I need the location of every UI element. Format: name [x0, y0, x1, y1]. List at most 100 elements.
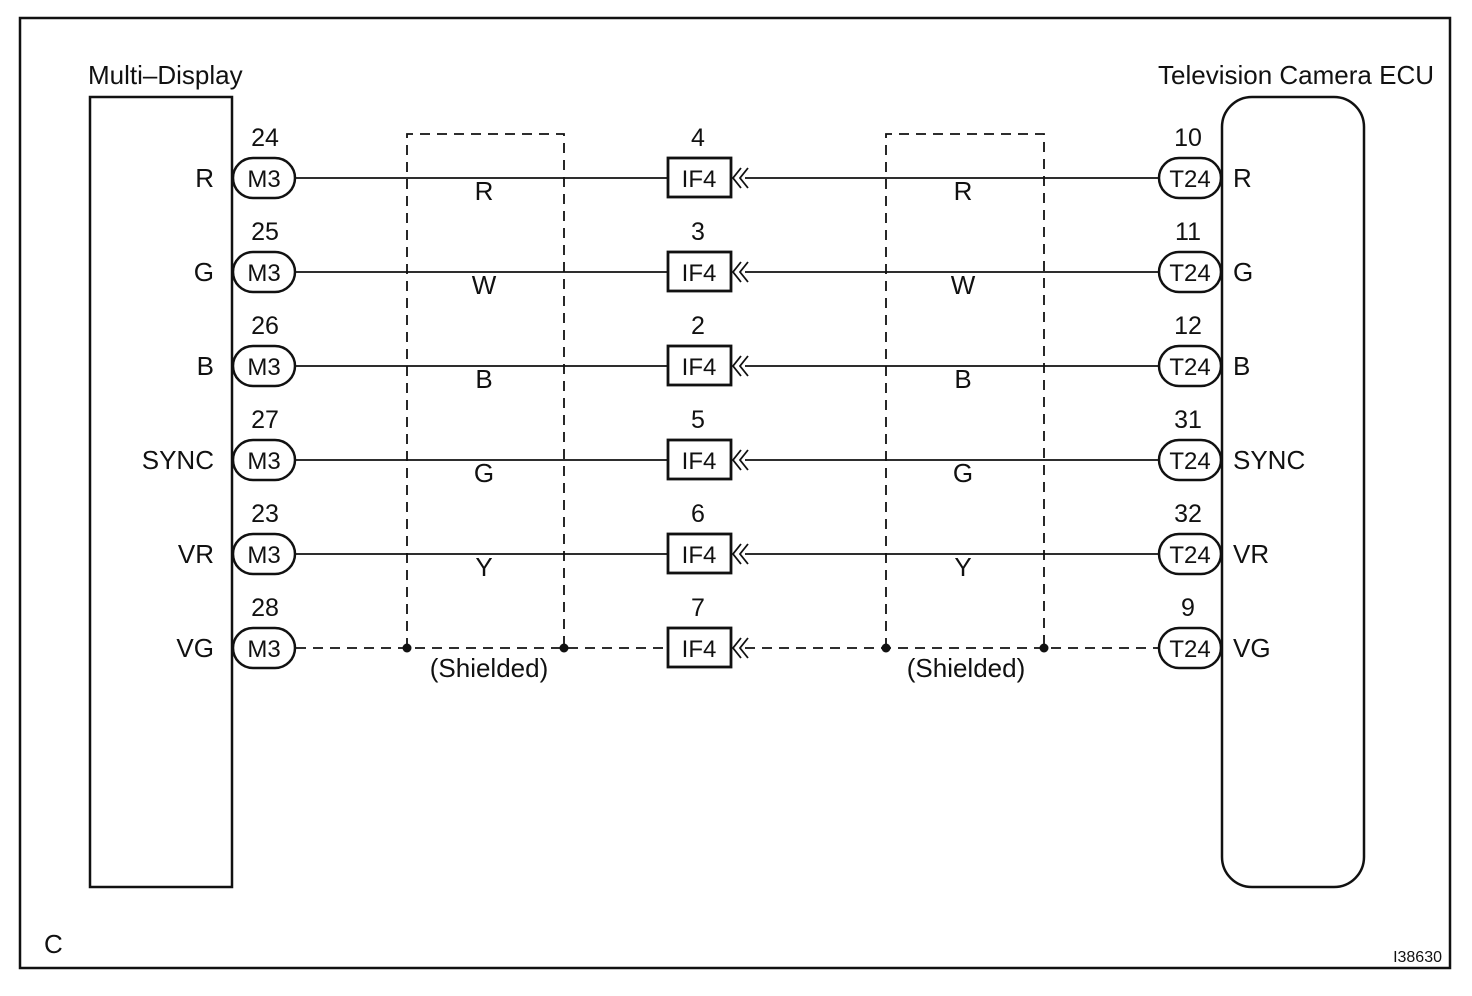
left-signal-label: G	[194, 257, 214, 287]
diagram-frame	[18, 16, 1452, 970]
right-connector-pill	[1157, 344, 1223, 388]
junction-connector-box	[666, 438, 733, 481]
right-connector-label: T24	[1169, 636, 1210, 663]
left-connector-label: M3	[247, 260, 280, 287]
tv-camera-ecu-box	[1220, 95, 1366, 889]
junction-pin-number: 4	[691, 124, 705, 152]
shield-ground-dot	[402, 643, 412, 653]
right-component-title: Television Camera ECU	[1158, 60, 1434, 90]
left-connector-label: M3	[247, 354, 280, 381]
junction-connector-box	[666, 156, 733, 199]
junction-connector-label: IF4	[682, 542, 717, 569]
left-connector-label: M3	[247, 166, 280, 193]
left-pin-number: 24	[251, 124, 279, 152]
left-connector-pill	[231, 626, 297, 670]
wire-color-left: G	[474, 458, 494, 488]
shield-right	[885, 133, 1045, 648]
junction-connector-box	[666, 344, 733, 387]
left-connector-pill	[231, 438, 297, 482]
shield-label-left: (Shielded)	[430, 653, 549, 683]
left-connector-label: M3	[247, 636, 280, 663]
shield-left	[406, 133, 565, 648]
left-component-title: Multi–Display	[88, 60, 243, 90]
junction-chevron-icon	[731, 167, 749, 189]
left-connector-pill	[231, 156, 297, 200]
junction-connector-box	[666, 532, 733, 575]
junction-connector-box	[666, 626, 733, 669]
right-signal-label: VR	[1233, 539, 1269, 569]
left-connector-pill	[231, 344, 297, 388]
right-pin-number: 12	[1174, 312, 1202, 340]
junction-pin-number: 3	[691, 218, 705, 246]
junction-pin-number: 2	[691, 312, 705, 340]
wire-color-right: G	[953, 458, 973, 488]
right-connector-label: T24	[1169, 166, 1210, 193]
wire-color-left: W	[472, 270, 497, 300]
junction-connector-label: IF4	[682, 448, 717, 475]
left-pin-number: 28	[251, 594, 279, 622]
left-pin-number: 23	[251, 500, 279, 528]
right-connector-pill	[1157, 532, 1223, 576]
left-pin-number: 26	[251, 312, 279, 340]
left-connector-label: M3	[247, 542, 280, 569]
junction-connector-label: IF4	[682, 166, 717, 193]
right-connector-pill	[1157, 250, 1223, 294]
left-pin-number: 27	[251, 406, 279, 434]
left-connector-label: M3	[247, 448, 280, 475]
right-connector-label: T24	[1169, 354, 1210, 381]
left-signal-label: VG	[176, 633, 214, 663]
junction-pin-number: 5	[691, 406, 705, 434]
junction-pin-number: 7	[691, 594, 705, 622]
right-pin-number: 11	[1175, 218, 1201, 246]
right-signal-label: G	[1233, 257, 1253, 287]
left-connector-pill	[231, 532, 297, 576]
junction-connector-label: IF4	[682, 354, 717, 381]
left-signal-label: R	[195, 163, 214, 193]
corner-code: C	[44, 929, 63, 959]
left-signal-label: SYNC	[142, 445, 214, 475]
right-signal-label: SYNC	[1233, 445, 1305, 475]
multi-display-box	[88, 95, 234, 889]
shield-ground-dot	[559, 643, 569, 653]
wire-color-right: R	[954, 176, 973, 206]
right-connector-label: T24	[1169, 542, 1210, 569]
junction-chevron-icon	[731, 543, 749, 565]
right-connector-pill	[1157, 156, 1223, 200]
junction-pin-number: 6	[691, 500, 705, 528]
wire-color-left: Y	[475, 552, 492, 582]
wire-color-right: Y	[954, 552, 971, 582]
right-signal-label: B	[1233, 351, 1250, 381]
shield-label-right: (Shielded)	[907, 653, 1026, 683]
junction-chevron-icon	[731, 449, 749, 471]
junction-connector-box	[666, 250, 733, 293]
wire-color-left: B	[475, 364, 492, 394]
right-pin-number: 9	[1181, 594, 1195, 622]
right-pin-number: 32	[1174, 500, 1202, 528]
left-pin-number: 25	[251, 218, 279, 246]
left-signal-label: B	[197, 351, 214, 381]
junction-chevron-icon	[731, 355, 749, 377]
right-connector-label: T24	[1169, 448, 1210, 475]
wire-color-right: B	[954, 364, 971, 394]
left-signal-label: VR	[178, 539, 214, 569]
left-connector-pill	[231, 250, 297, 294]
wire-color-left: R	[475, 176, 494, 206]
shield-ground-dot	[881, 643, 891, 653]
right-connector-pill	[1157, 626, 1223, 670]
right-signal-label: VG	[1233, 633, 1271, 663]
right-connector-pill	[1157, 438, 1223, 482]
junction-connector-label: IF4	[682, 260, 717, 287]
right-signal-label: R	[1233, 163, 1252, 193]
junction-chevron-icon	[731, 637, 749, 659]
junction-connector-label: IF4	[682, 636, 717, 663]
junction-chevron-icon	[731, 261, 749, 283]
wire-color-right: W	[951, 270, 976, 300]
